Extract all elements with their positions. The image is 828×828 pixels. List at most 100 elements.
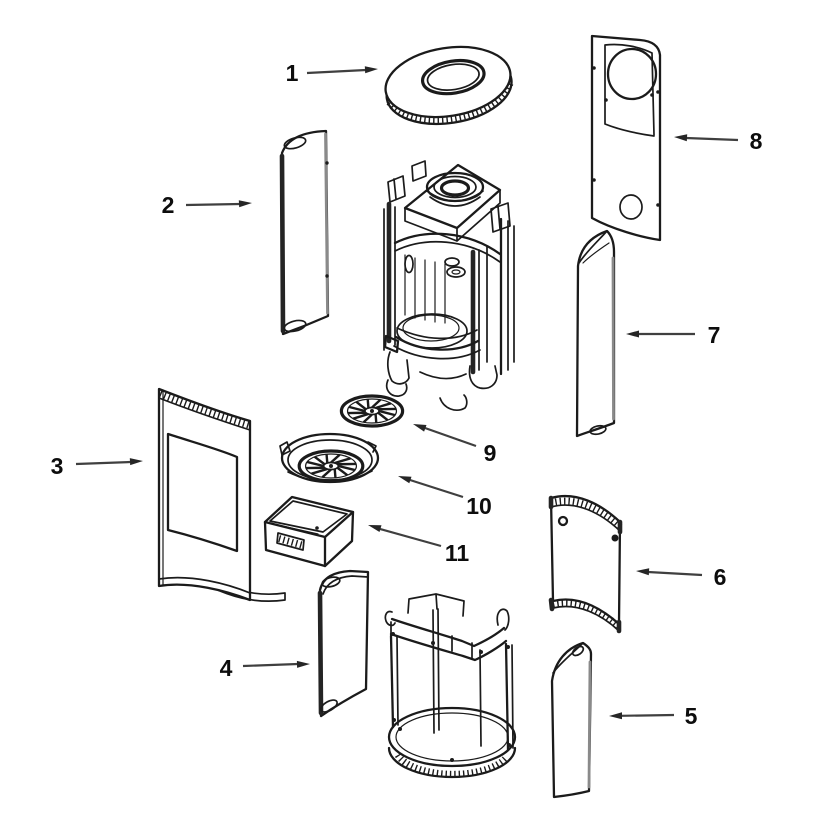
base-bolt [391,632,395,636]
callout-1: 1 [286,60,378,86]
top-plate-hole [420,58,486,96]
callout-10-arrowhead [398,476,412,484]
callout-11-label: 11 [445,540,470,566]
body-bottom-lip [419,371,467,380]
base-back-post [432,608,440,734]
part-ash-pan-box [263,495,355,568]
callout-6: 6 [636,564,726,590]
ashpan-vent-frame [276,532,305,551]
base-frame-assembly [384,593,517,779]
callout-3-label: 3 [51,453,64,479]
callout-5: 5 [609,703,698,729]
callout-4-arrowhead [296,660,310,668]
callout-2-line [185,202,241,207]
callout-1-label: 1 [286,60,299,86]
panel6-corner-cap [548,597,555,612]
part-upper-right-side-panel [575,229,616,438]
callout-2-arrowhead [238,200,252,208]
callout-3-arrowhead [129,458,143,466]
callout-2: 2 [162,192,252,218]
panel2-rivet [325,161,329,165]
body-lower-band [394,335,480,351]
base-bolt [507,743,511,747]
panel8-flue-hole [606,47,658,101]
panel8-rivet [604,98,608,102]
base-right-curl [496,608,510,631]
base-mid-post [479,649,482,747]
callout-10: 10 [398,476,492,519]
callout-3: 3 [51,453,143,479]
panel8-rivet [592,178,596,182]
callout-1-line [306,68,367,75]
callout-2-label: 2 [162,192,175,218]
body-left-post-inner [383,206,396,351]
panel8-small-hole [619,194,643,220]
ashpan-front-left-face [263,520,327,568]
callout-11: 11 [368,525,469,566]
callout-11-line [379,527,442,548]
callout-9-arrowhead [413,424,427,432]
base-plate-top [387,706,517,768]
body-left-post-foot [383,334,400,354]
grate-hub-dot [370,409,374,413]
callout-4-label: 4 [220,655,233,681]
callout-4: 4 [220,655,310,681]
callout-9-label: 9 [484,440,497,466]
panel8-rivet [592,66,596,70]
callout-11-arrowhead [368,525,382,532]
body-handle-slot [404,254,414,274]
part-lower-right-side-panel [550,641,593,799]
panel6-hole-dark [611,534,619,542]
base-bolt [392,718,396,722]
ashpan-right-face [323,510,355,568]
callout-9-line [424,426,477,448]
panel4-top-curl [321,576,341,588]
panel6-top-band [550,504,621,532]
top-plate-face [384,45,512,119]
panel6-hole [557,515,569,527]
flue-collar-mid [433,175,477,199]
body-foot-center [439,394,468,411]
top-plate-hole-inner [426,63,480,91]
door-window [166,432,239,553]
body-front-arch [393,232,502,256]
panel8-rivet [650,93,654,97]
callout-6-label: 6 [714,564,727,590]
body-air-control-b [446,266,466,278]
base-bolt [431,641,435,645]
base-bolt [479,650,483,654]
flue-collar-opening [439,179,471,197]
body-foot-right [468,365,498,390]
panel8-outline [590,34,662,242]
body-foot-left-pad [385,379,408,397]
body-top-slab-sides [404,189,501,242]
base-left-curl [384,610,396,638]
bowl-left-tab [279,441,291,456]
body-air-control-a [444,257,460,267]
ashpan-rim-inner [269,500,348,533]
body-foot-left [386,351,410,385]
body-corner-lug-right [490,202,511,233]
panel7-back-edge [611,256,615,421]
panel5-curl [571,645,585,657]
callout-1-arrowhead [364,66,378,74]
ashpan-floor-line [272,523,319,535]
panel5-back-edge [587,660,592,789]
part-upper-left-side-panel [279,129,330,336]
panel6-bottom-band [552,605,620,632]
door-bottom-band [158,576,251,594]
panel2-rivet [325,274,329,278]
callout-10-label: 10 [466,493,492,519]
callout-8-label: 8 [750,128,763,154]
callout-6-line [647,570,703,577]
base-plate-inner [395,712,509,762]
panel5-outline [550,641,593,799]
ashpan-rivet [315,526,319,530]
callout-5-line [620,713,675,717]
callout-8-arrowhead [674,134,688,142]
body-corner-lug-back [411,160,427,182]
base-bolt [398,727,402,731]
panel4-bottom-curl [320,699,338,713]
ashpan-rim [263,495,355,539]
